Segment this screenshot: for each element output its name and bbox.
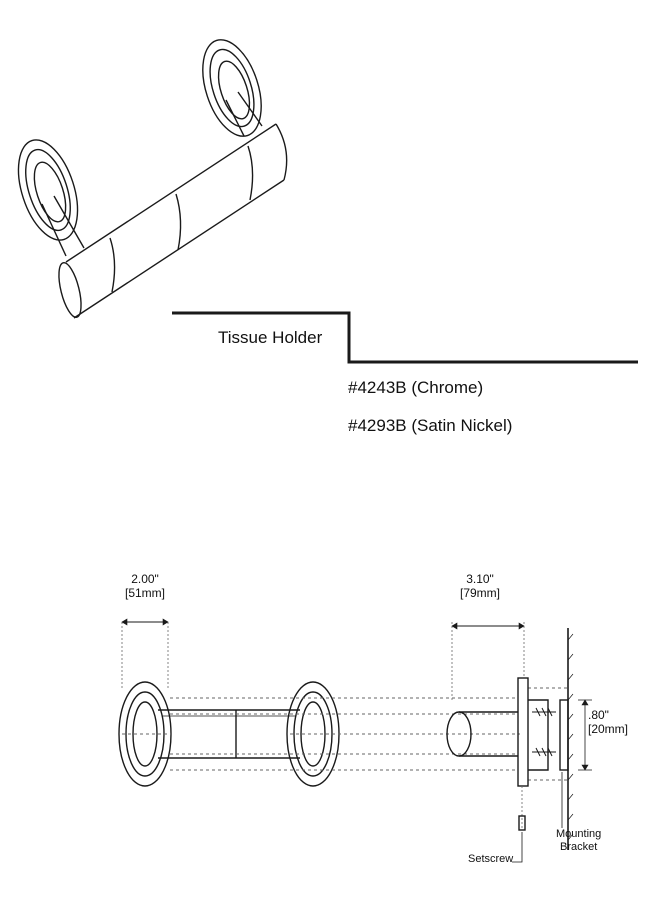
mounting-bracket-line2: Bracket (559, 841, 598, 853)
flange-width-metric: [51mm] (124, 586, 165, 600)
setscrew-callout: Setscrew (468, 853, 514, 865)
flange-width-imperial: 2.00" (131, 572, 159, 586)
bracket-height-imperial: .80" (588, 708, 609, 722)
product-title: Tissue Holder (218, 328, 323, 347)
model-number-chrome: #4243B (Chrome) (348, 378, 484, 397)
front-view (118, 618, 340, 787)
projection-metric: [79mm] (459, 586, 500, 600)
mounting-bracket-line1: Mounting (556, 828, 602, 840)
left-flange (17, 139, 79, 241)
bracket-height-dimension: .80" [20mm] (588, 708, 638, 736)
model-number-satin-nickel: #4293B (Satin Nickel) (348, 416, 513, 435)
projection-imperial: 3.10" (466, 572, 494, 586)
roller-bar (58, 123, 288, 319)
projection-dimension: 3.10" [79mm] (447, 572, 513, 600)
title-step-line (172, 311, 638, 364)
side-view (446, 622, 592, 863)
projection-lines (122, 687, 570, 781)
flange-width-dimension: 2.00" [51mm] (117, 572, 173, 600)
posts (41, 91, 263, 257)
right-flange (202, 39, 262, 137)
bracket-height-metric: [20mm] (588, 722, 629, 736)
mounting-bracket-callout: Mounting Bracket (556, 828, 601, 854)
